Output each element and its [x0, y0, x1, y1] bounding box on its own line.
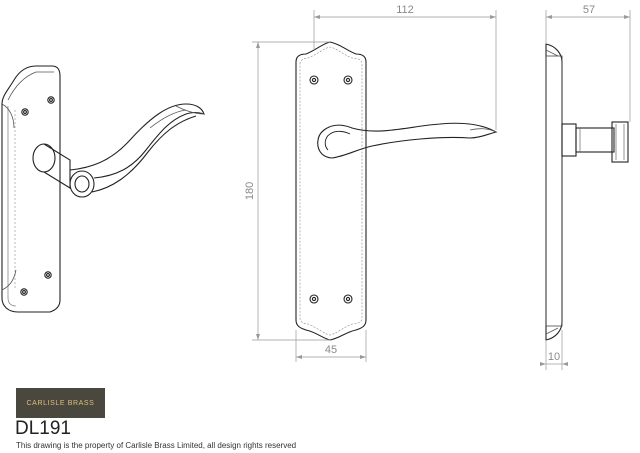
dim-plate-width: 45: [325, 344, 337, 356]
brand-logo-text: CARLISLE BRASS: [26, 399, 95, 407]
front-screw-hole: [343, 75, 353, 85]
iso-screw-hole: [20, 288, 28, 296]
iso-screw-hole: [21, 108, 29, 116]
front-screw-hole: [309, 75, 319, 85]
front-screw-hole: [343, 294, 353, 304]
product-code: DL191: [15, 418, 71, 439]
dim-projection: 57: [583, 4, 595, 16]
front-view: [295, 41, 498, 341]
front-lever: [317, 122, 498, 159]
iso-backplate: [1, 65, 61, 313]
iso-screw-hole: [44, 271, 52, 279]
front-backplate: [295, 41, 367, 341]
dim-height: 180: [244, 182, 256, 200]
isometric-view: [1, 65, 205, 313]
dim-plate-thickness: 10: [548, 351, 560, 363]
dim-overall-width: 112: [396, 4, 414, 16]
dimension-arrows: [256, 15, 630, 366]
dimension-lines: [252, 10, 631, 370]
iso-screw-hole: [47, 96, 55, 104]
front-screw-hole: [309, 294, 319, 304]
copyright-notice: This drawing is the property of Carlisle…: [16, 441, 297, 450]
side-rose: [561, 123, 577, 157]
side-view: [545, 43, 629, 341]
side-lever-end: [611, 121, 629, 163]
side-backplate: [545, 43, 563, 341]
iso-lever: [69, 103, 205, 179]
brand-logo: CARLISLE BRASS: [16, 388, 105, 418]
